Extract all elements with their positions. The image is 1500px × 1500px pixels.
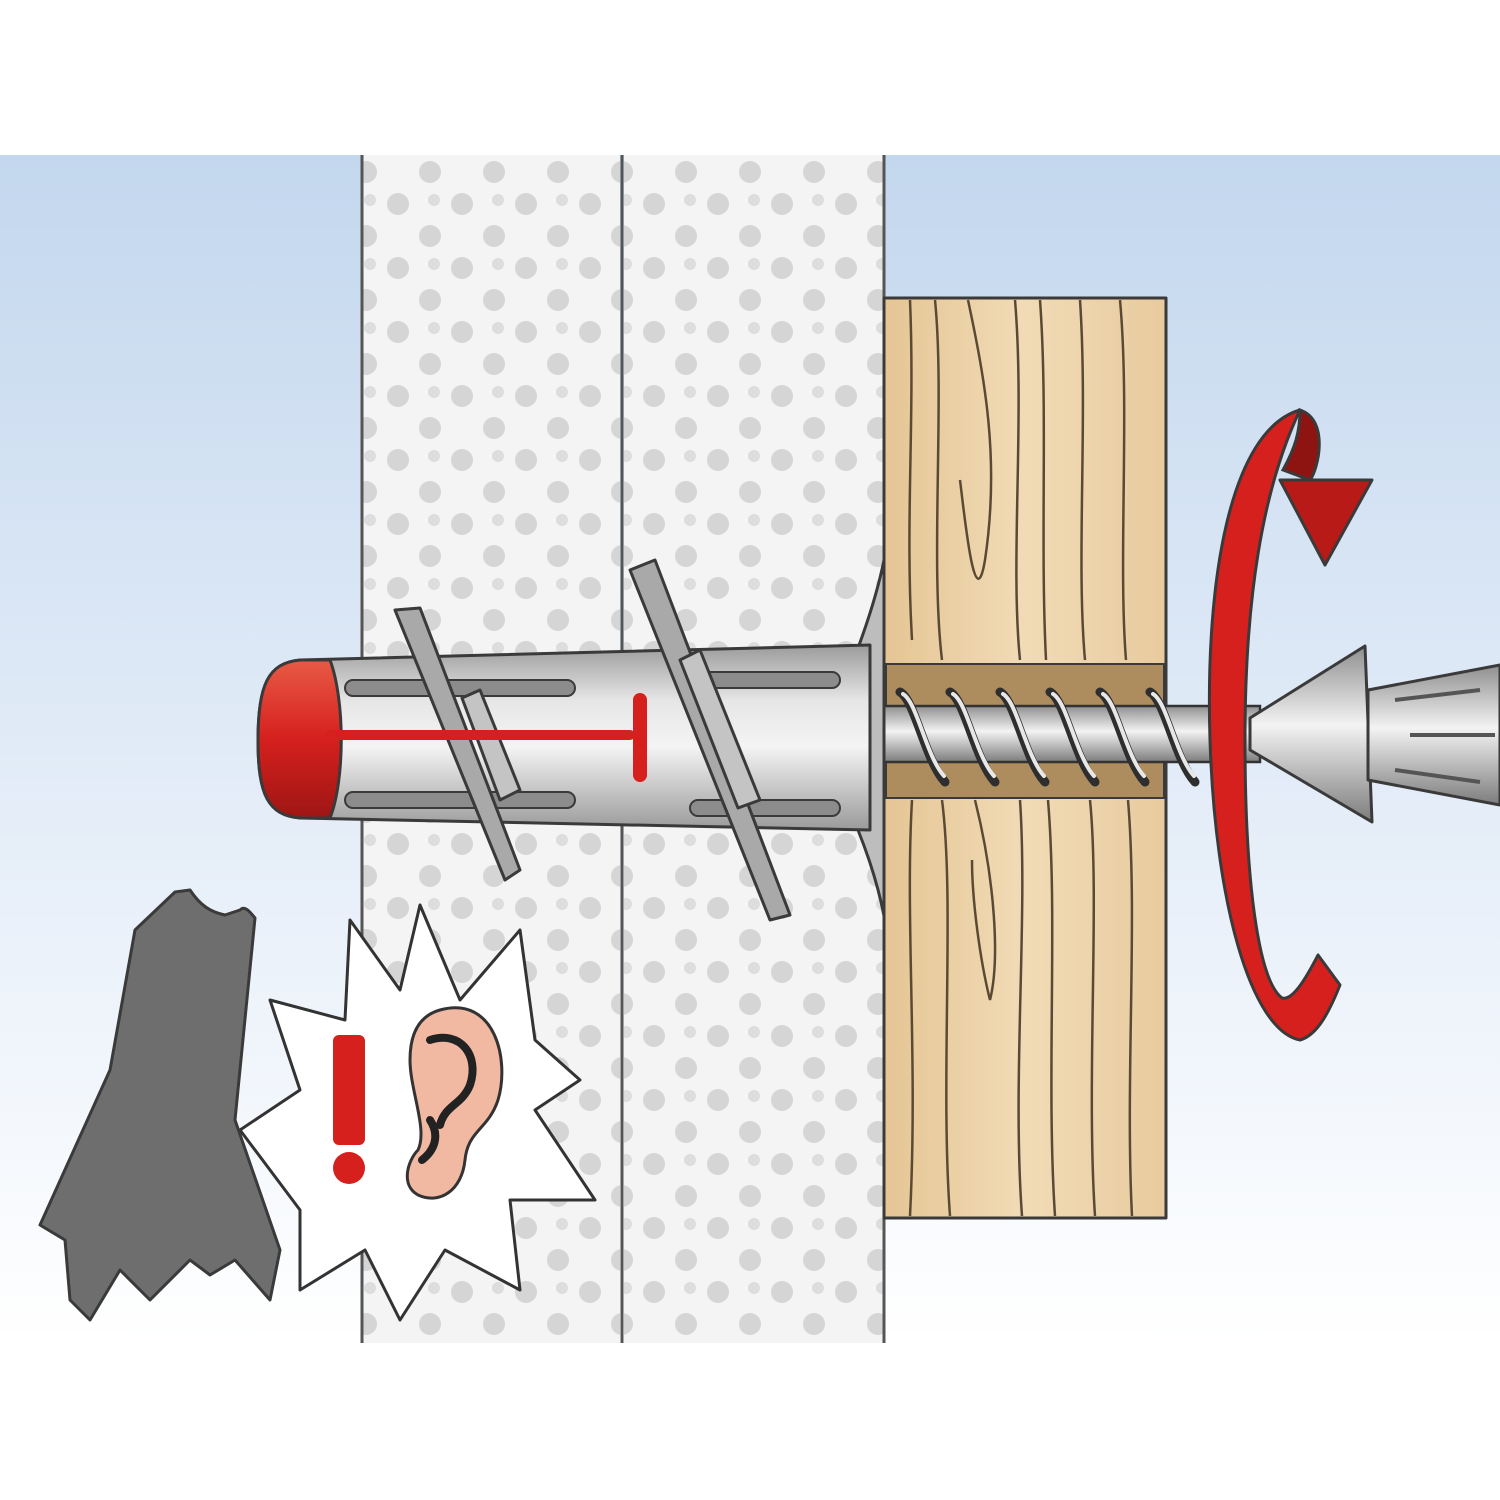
screwdriver-bit xyxy=(1366,663,1500,807)
anchor-red-tip xyxy=(256,658,343,820)
exclamation-icon xyxy=(333,1035,365,1184)
rotation-arrow-icon xyxy=(1207,407,1374,1042)
broken-tool-icon xyxy=(38,888,282,1322)
screw xyxy=(878,644,1374,824)
ear-icon xyxy=(405,1006,504,1200)
noise-warning-burst xyxy=(238,903,597,1322)
wall-anchor xyxy=(256,558,872,922)
